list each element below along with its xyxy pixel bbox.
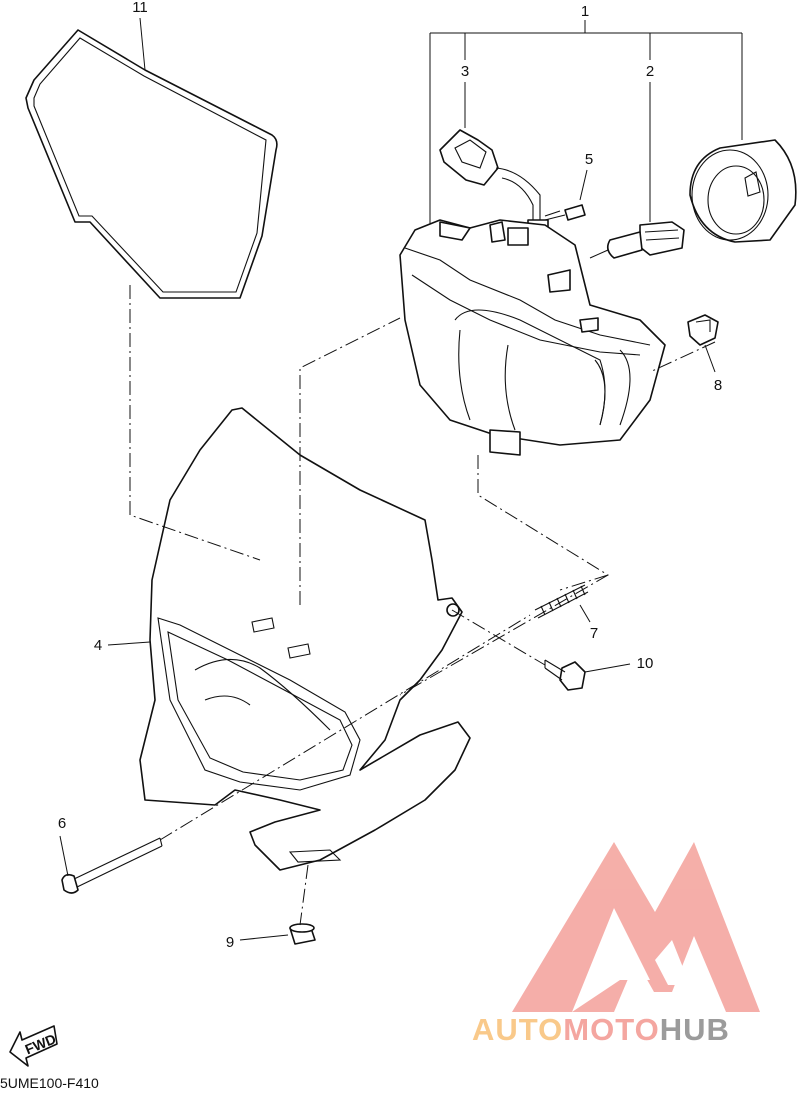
callout-4: 4 [94,637,102,654]
callout-labels: 1 2 3 4 5 6 7 8 9 10 11 [58,0,722,951]
bracket-part-1 [429,20,743,225]
drawing-code: 5UME100-F410 [0,1075,99,1091]
callout-7: 7 [590,625,598,642]
watermark-text-auto: AUTO [472,1012,563,1047]
callout-9: 9 [226,934,234,951]
callout-6: 6 [58,815,66,832]
part-4-cowl [139,407,471,871]
watermark-text-hub: HUB [660,1012,730,1047]
callout-1: 1 [581,3,589,20]
part-10-bolt [544,659,631,691]
part-2-bulb [589,82,685,259]
callout-3: 3 [461,63,469,80]
part-1-cover [689,139,797,243]
callout-10: 10 [637,655,654,672]
watermark-logo [512,842,760,1012]
fwd-label: FWD [23,1031,59,1058]
callout-2: 2 [646,63,654,80]
watermark-text: AUTOMOTOHUB [472,1012,730,1047]
assembly-lines [107,17,716,926]
part-1-headlight [399,219,666,456]
callout-11: 11 [132,0,148,16]
callout-5: 5 [585,151,593,168]
part-5-screw [544,169,588,221]
part-8-nut [687,314,719,373]
part-7-spring [534,584,591,623]
watermark-text-moto: MOTO [563,1012,659,1047]
part-6-long-bolt [59,835,163,894]
part-3-socket [439,82,549,246]
callout-8: 8 [714,377,722,394]
part-11-seal [25,29,278,299]
part-9-grommet [239,923,316,945]
fwd-arrow: FWD [9,1025,59,1067]
